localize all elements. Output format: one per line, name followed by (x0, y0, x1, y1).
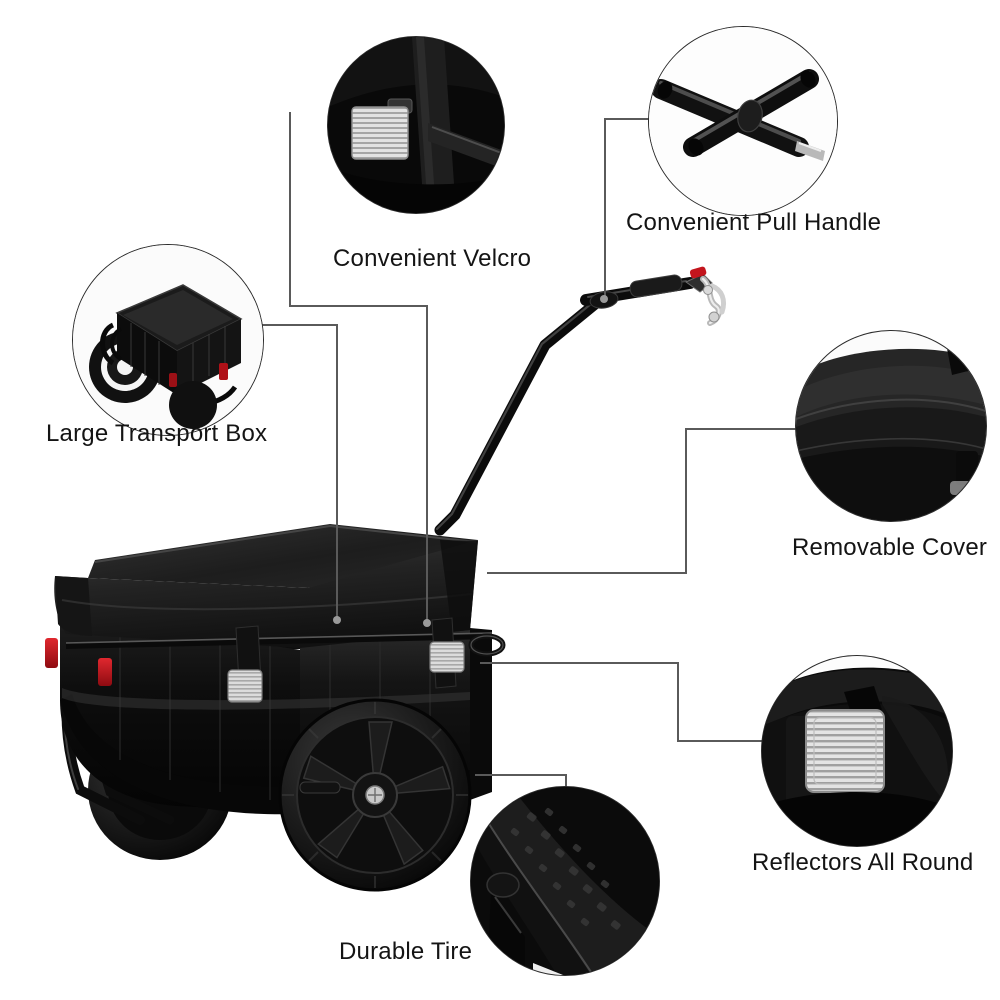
reflectors (45, 638, 465, 703)
spoked-wheel (278, 698, 472, 892)
leader-pull-handle-h (604, 118, 652, 120)
leader-velcro-h (289, 305, 427, 307)
frame-tubes (61, 641, 304, 825)
white-side-reflector-2 (429, 641, 465, 673)
pull-handle-photo (649, 27, 837, 215)
rear-wheel (88, 720, 232, 860)
leader-dot-transport-box (333, 616, 341, 624)
leader-transport-box-v (336, 324, 338, 620)
velcro-straps (235, 617, 457, 703)
cargo-box (60, 612, 492, 815)
leader-velcro-v2 (426, 305, 428, 623)
leader-removable-cover-h1 (487, 572, 687, 574)
reflector-photo (762, 656, 952, 846)
callout-large-transport-box[interactable] (72, 244, 264, 436)
velcro-strap-photo (328, 37, 504, 213)
removable-cover-photo (796, 331, 986, 521)
leader-pull-handle-v (604, 118, 606, 300)
leader-transport-box-h (237, 324, 338, 326)
callout-reflectors-all-round[interactable] (761, 655, 953, 847)
callout-label-durable-tire: Durable Tire (339, 938, 473, 965)
callout-convenient-pull-handle[interactable] (648, 26, 838, 216)
front-red-reflector (45, 638, 58, 668)
callout-label-convenient-velcro: Convenient Velcro (333, 245, 532, 272)
leader-dot-velcro (423, 619, 431, 627)
callout-label-large-transport-box: Large Transport Box (46, 420, 268, 447)
callout-label-removable-cover: Removable Cover (792, 534, 988, 561)
transport-box-photo (73, 245, 263, 435)
leader-reflectors-h2 (677, 740, 775, 742)
removable-cover (54, 524, 478, 648)
top-rail (65, 632, 506, 657)
leader-reflectors-v (677, 662, 679, 741)
leader-removable-cover-h2 (685, 428, 810, 430)
side-red-reflector (98, 658, 112, 686)
hub-nut (365, 785, 385, 805)
callout-label-reflectors-all-round: Reflectors All Round (752, 849, 974, 876)
tow-arm (434, 274, 696, 536)
tire-tread-photo (471, 787, 659, 975)
callout-label-convenient-pull-handle: Convenient Pull Handle (626, 209, 882, 236)
callout-convenient-velcro[interactable] (327, 36, 505, 214)
callout-durable-tire[interactable] (470, 786, 660, 976)
callout-removable-cover[interactable] (795, 330, 987, 522)
leader-durable-tire-h (475, 774, 567, 776)
bike-hitch-coupler (685, 266, 727, 326)
leader-velcro-v1 (289, 112, 291, 306)
leader-removable-cover-v (685, 428, 687, 573)
white-side-reflector (227, 669, 263, 703)
leader-dot-pull-handle (600, 295, 608, 303)
leader-reflectors-h1 (480, 662, 679, 664)
